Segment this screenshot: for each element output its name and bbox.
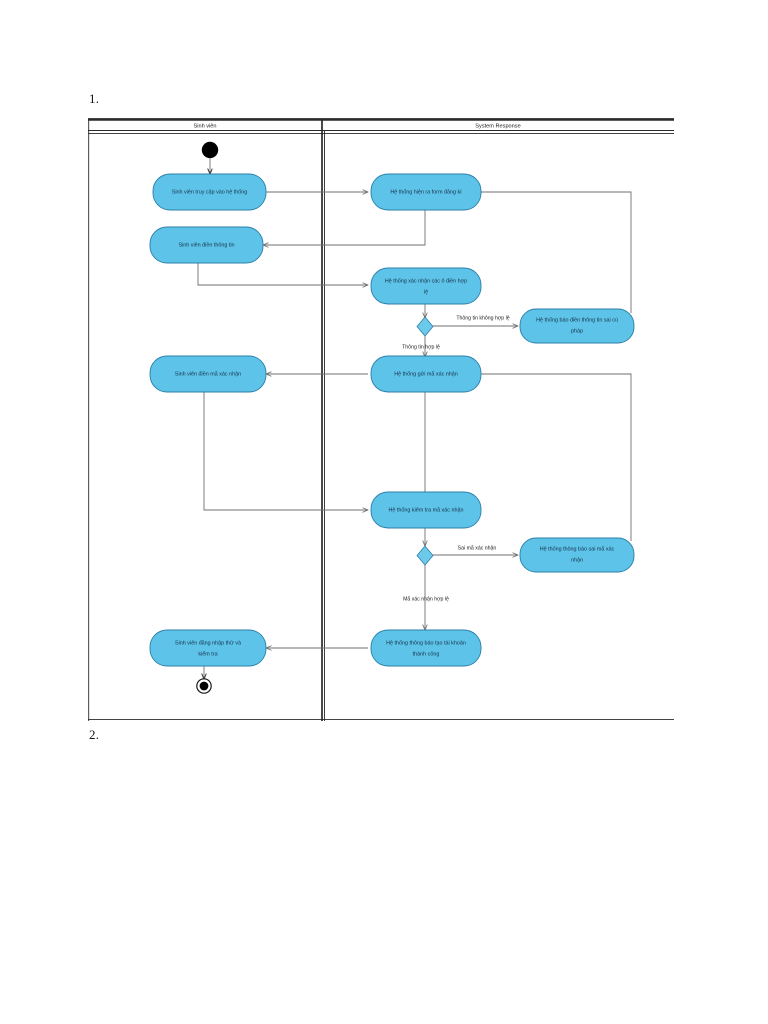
n2-label: Hệ thống hiện ra form đăng kí [390, 189, 462, 195]
n9-label-line1: Hệ thống thông báo sai mã xác [540, 546, 615, 552]
activity-node-n10[interactable]: Hệ thống thông báo tạo tài khoản thành c… [370, 629, 482, 667]
flow-edges [197, 158, 632, 680]
n3-label: Sinh viên điền thông tin [178, 242, 234, 248]
n7-label: Sinh viên điền mã xác nhận [175, 371, 241, 377]
d2-diamond [416, 545, 434, 566]
end-inner-dot [199, 681, 209, 691]
activity-node-n2[interactable]: Hệ thống hiện ra form đăng kí [370, 173, 482, 211]
n10-label-line1: Hệ thống thông báo tạo tài khoản [386, 640, 466, 646]
end-outer-ring [196, 678, 212, 694]
edge-n3-to-n4 [197, 262, 368, 285]
n8-shape [370, 491, 482, 529]
edge-label-valid-code: Mã xác nhận hợp lệ [403, 596, 449, 602]
n4-label-line1: Hệ thống xác nhận các ô điền hợp [385, 278, 467, 284]
activity-node-n7[interactable]: Sinh viên điền mã xác nhận [149, 355, 267, 393]
activity-diagram: Sinh viên System Response [88, 118, 674, 722]
swimlane-frame [88, 118, 674, 721]
edge-n2-to-n3 [263, 209, 426, 245]
n4-label-line2: lệ [424, 289, 428, 295]
n3-shape [149, 226, 264, 264]
edge-label-wrong-code: Sai mã xác nhận [458, 545, 497, 551]
n9-shape [519, 537, 635, 573]
n7-shape [149, 355, 267, 393]
d1-diamond [416, 316, 434, 337]
edge-n7-to-n8 [203, 392, 368, 510]
n5-label-line2: pháp [571, 328, 583, 334]
start-circle [201, 141, 219, 159]
decision-node-d2[interactable] [416, 545, 434, 566]
n11-label-line1: Sinh viên đăng nhập thử và [175, 639, 241, 646]
activity-node-n3[interactable]: Sinh viên điền thông tin [149, 226, 264, 264]
initial-node [201, 141, 219, 159]
edge-label-valid-info: Thông tin hợp lệ [402, 344, 440, 350]
n11-label-line2: kiểm tra [198, 650, 217, 657]
edge-n5-to-n2-feedback [440, 192, 632, 313]
activity-node-n5[interactable]: Hệ thống báo điền thông tin sai cú pháp [519, 308, 635, 344]
activity-node-n1[interactable]: Sinh viên truy cập vào hệ thống [152, 173, 267, 211]
lane-header-system: System Response [475, 123, 520, 129]
n6-label: Hệ thống gửi mã xác nhận [394, 370, 458, 377]
n6-shape [370, 355, 482, 393]
final-node [196, 678, 212, 694]
decision-node-d1[interactable] [416, 316, 434, 337]
list-marker-two: 2. [89, 727, 100, 742]
n1-shape [152, 173, 267, 211]
n10-shape [370, 629, 482, 667]
n8-label: Hệ thống kiểm tra mã xác nhận [389, 506, 464, 513]
n11-shape [149, 629, 267, 667]
activity-node-n11[interactable]: Sinh viên đăng nhập thử và kiểm tra [149, 629, 267, 667]
n9-label-line2: nhận [571, 557, 583, 563]
lane-header-student: Sinh viên [193, 123, 216, 129]
n4-shape [370, 267, 482, 305]
activity-node-n6[interactable]: Hệ thống gửi mã xác nhận [370, 355, 482, 393]
edge-label-invalid-info: Thông tin không hợp lệ [456, 315, 509, 321]
list-marker-one: 1. [89, 91, 100, 106]
activity-node-n9[interactable]: Hệ thống thông báo sai mã xác nhận [519, 537, 635, 573]
n10-label-line2: thành công [413, 651, 440, 657]
edge-n9-to-n6-feedback [440, 374, 632, 541]
n2-shape [370, 173, 482, 211]
activity-node-n8[interactable]: Hệ thống kiểm tra mã xác nhận [370, 491, 482, 529]
n5-shape [519, 308, 635, 344]
n5-label-line1: Hệ thống báo điền thông tin sai cú [536, 317, 618, 323]
n1-label: Sinh viên truy cập vào hệ thống [172, 189, 248, 195]
activity-node-n4[interactable]: Hệ thống xác nhận các ô điền hợp lệ [370, 267, 482, 305]
